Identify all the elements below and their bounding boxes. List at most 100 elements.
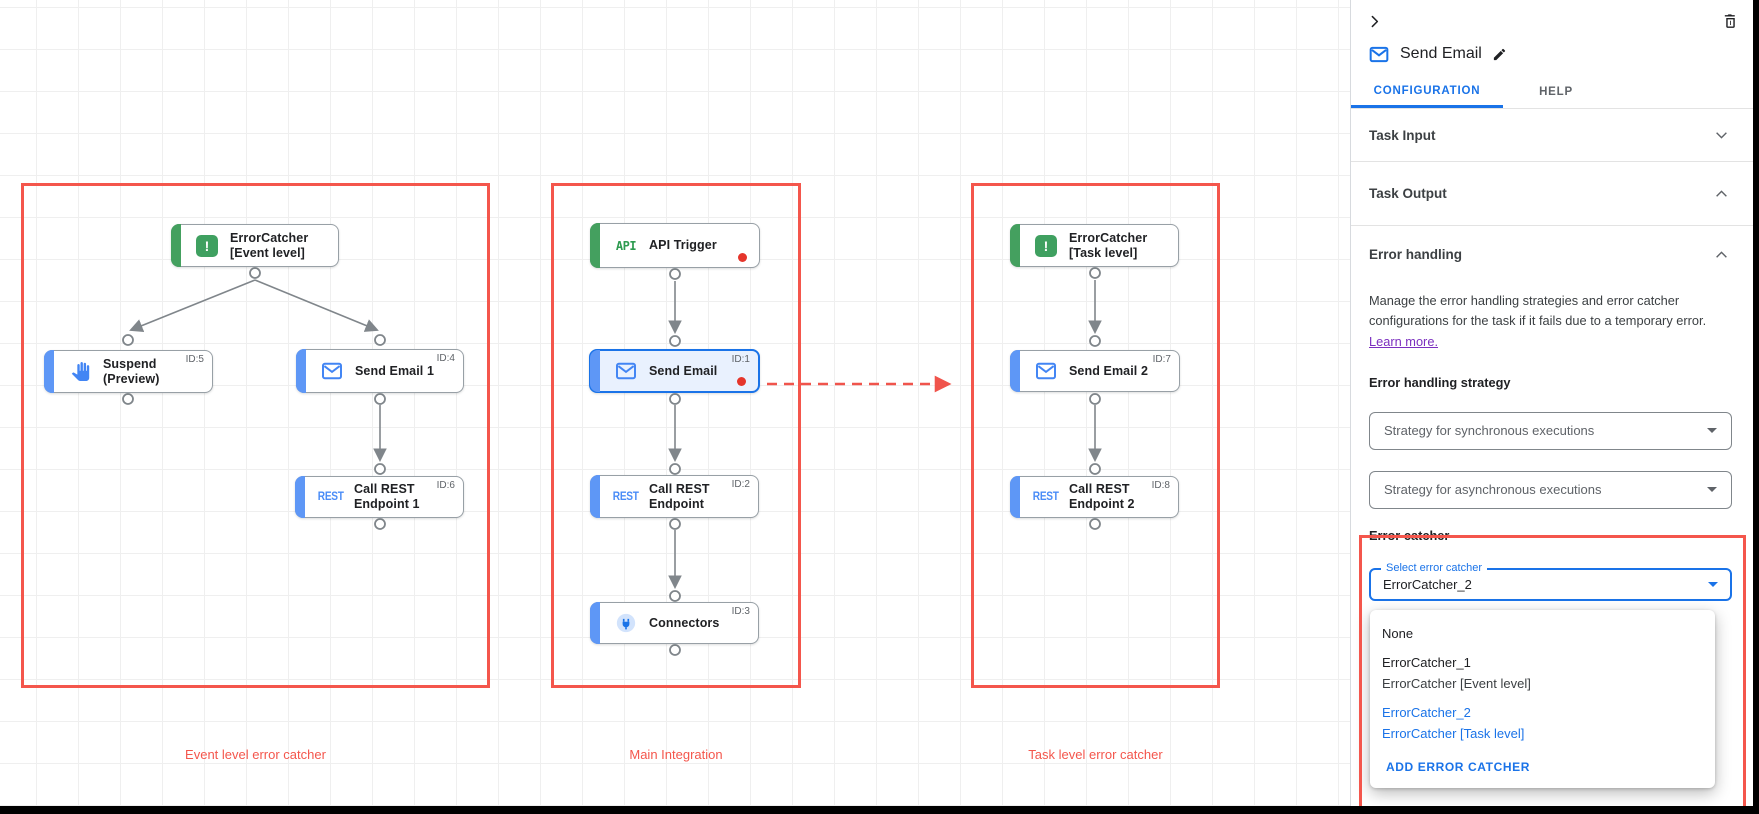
- node-accent-bar: [296, 349, 306, 393]
- node-id-badge: ID:2: [731, 479, 750, 490]
- async-strategy-value: Strategy for asynchronous executions: [1384, 482, 1602, 498]
- error-catcher-dropdown-menu: None ErrorCatcher_1 ErrorCatcher [Event …: [1370, 609, 1715, 788]
- select-error-catcher-floating-label: Select error catcher: [1381, 561, 1487, 574]
- node-accent-bar: [590, 350, 600, 392]
- chevron-up-icon: [1716, 250, 1727, 258]
- api-icon: API: [615, 238, 637, 253]
- node-accent-bar: [590, 223, 600, 268]
- task-config-panel: Send Email CONFIGURATION HELP Task Input…: [1350, 0, 1753, 806]
- dropdown-arrow-icon: [1707, 428, 1717, 434]
- main-integration-group-label: Main Integration: [629, 747, 723, 762]
- node-accent-bar: [44, 350, 54, 393]
- window-edge-bottom: [0, 806, 1759, 814]
- error-dot: [737, 377, 746, 386]
- node-label: Call REST Endpoint: [649, 481, 710, 511]
- collapse-panel-button[interactable]: [1366, 13, 1383, 30]
- chevron-down-icon: [1716, 131, 1727, 139]
- menu-item-errorcatcher-1[interactable]: ErrorCatcher_1 ErrorCatcher [Event level…: [1382, 655, 1531, 691]
- node-label: Call REST Endpoint 2: [1069, 482, 1135, 511]
- node-accent-bar: [590, 602, 600, 644]
- node-id-badge: ID:3: [731, 606, 750, 617]
- node-accent-bar: [1010, 476, 1020, 518]
- node-label: Send Email: [649, 363, 718, 378]
- sync-strategy-select[interactable]: Strategy for synchronous executions: [1369, 411, 1732, 450]
- hand-icon: [67, 362, 93, 381]
- dropdown-arrow-icon: [1708, 581, 1718, 587]
- error-handling-description: Manage the error handling strategies and…: [1369, 293, 1707, 328]
- section-task-output[interactable]: Task Output: [1351, 162, 1753, 226]
- error-handling-strategy-label: Error handling strategy: [1369, 374, 1511, 390]
- node-accent-bar: [295, 476, 305, 518]
- section-label: Task Output: [1369, 186, 1447, 201]
- node-accent-bar: [1010, 350, 1020, 392]
- mail-icon: [319, 362, 345, 380]
- connectors-icon: [613, 612, 639, 634]
- section-label: Task Input: [1369, 127, 1436, 143]
- error-catcher-label: Error catcher: [1369, 527, 1450, 543]
- chevron-right-icon: [1371, 15, 1379, 27]
- learn-more-link[interactable]: Learn more.: [1369, 333, 1438, 349]
- task-level-group-label: Task level error catcher: [1028, 747, 1163, 762]
- node-label: API Trigger: [649, 238, 717, 253]
- node-errorcatcher-event-level[interactable]: ! ErrorCatcher [Event level]: [171, 224, 339, 267]
- tab-help[interactable]: HELP: [1539, 86, 1573, 98]
- pencil-icon: [1493, 48, 1505, 60]
- chevron-up-icon: [1716, 190, 1727, 197]
- main-integration-group-box: [551, 183, 801, 688]
- edges-layer: [122, 267, 1102, 656]
- section-task-input[interactable]: Task Input: [1351, 109, 1753, 162]
- tab-configuration[interactable]: CONFIGURATION: [1351, 76, 1503, 108]
- async-strategy-select[interactable]: Strategy for asynchronous executions: [1369, 470, 1732, 509]
- select-error-catcher-field[interactable]: Select error catcher ErrorCatcher_2: [1369, 561, 1732, 601]
- node-call-rest-endpoint-2[interactable]: REST Call REST Endpoint 2 ID:8: [1010, 476, 1179, 518]
- node-label: Send Email 1: [355, 363, 435, 378]
- node-send-email-2[interactable]: Send Email 2 ID:7: [1010, 350, 1180, 392]
- node-errorcatcher-task-level[interactable]: ! ErrorCatcher [Task level]: [1010, 224, 1179, 267]
- node-label: Send Email 2: [1069, 363, 1149, 378]
- node-id-badge: ID:8: [1151, 480, 1170, 491]
- task-title: Send Email: [1400, 45, 1482, 62]
- window-edge-right: [1753, 0, 1759, 814]
- error-dot: [738, 253, 747, 262]
- task-level-group-box: [971, 183, 1220, 688]
- dropdown-arrow-icon: [1707, 487, 1717, 493]
- node-send-email-1[interactable]: Send Email 1 ID:4: [296, 349, 464, 393]
- section-error-handling[interactable]: Error handling: [1351, 226, 1753, 282]
- mail-icon: [1033, 362, 1059, 380]
- node-id-badge: ID:4: [436, 353, 455, 364]
- node-call-rest-endpoint-1[interactable]: REST Call REST Endpoint 1 ID:6: [295, 476, 464, 518]
- node-accent-bar: [590, 475, 600, 518]
- node-id-badge: ID:6: [436, 480, 455, 491]
- add-error-catcher-button[interactable]: ADD ERROR CATCHER: [1386, 759, 1530, 774]
- edit-title-button[interactable]: [1492, 47, 1507, 62]
- delete-task-button[interactable]: [1722, 12, 1739, 31]
- node-accent-bar: [171, 224, 181, 267]
- node-label: Call REST Endpoint 1: [354, 482, 420, 511]
- select-error-catcher-value: ErrorCatcher_2: [1383, 576, 1472, 592]
- node-label: Suspend (Preview): [103, 356, 160, 386]
- event-level-group-box: [21, 183, 490, 688]
- rest-icon: REST: [318, 491, 344, 503]
- node-id-badge: ID:7: [1152, 354, 1171, 365]
- node-accent-bar: [1010, 224, 1020, 267]
- menu-item-none[interactable]: None: [1382, 625, 1414, 641]
- node-id-badge: ID:5: [185, 354, 204, 365]
- error-catcher-icon: !: [194, 234, 220, 257]
- mail-icon: [613, 362, 639, 380]
- node-connectors[interactable]: Connectors ID:3: [590, 602, 759, 644]
- mail-icon: [1369, 46, 1389, 63]
- rest-icon: REST: [613, 490, 639, 503]
- error-catcher-icon: !: [1033, 234, 1059, 257]
- trash-icon: [1724, 13, 1735, 28]
- node-send-email-selected[interactable]: Send Email ID:1: [589, 349, 760, 393]
- event-level-group-label: Event level error catcher: [185, 747, 326, 762]
- node-label: Connectors: [649, 615, 720, 630]
- integration-canvas[interactable]: Event level error catcher Main Integrati…: [0, 0, 1350, 806]
- node-suspend[interactable]: Suspend (Preview) ID:5: [44, 350, 213, 393]
- menu-item-errorcatcher-2[interactable]: ErrorCatcher_2 ErrorCatcher [Task level]: [1382, 705, 1525, 742]
- node-api-trigger[interactable]: API API Trigger: [590, 223, 760, 268]
- node-label: ErrorCatcher [Task level]: [1069, 230, 1148, 260]
- node-call-rest-endpoint[interactable]: REST Call REST Endpoint ID:2: [590, 475, 759, 518]
- node-id-badge: ID:1: [731, 354, 750, 365]
